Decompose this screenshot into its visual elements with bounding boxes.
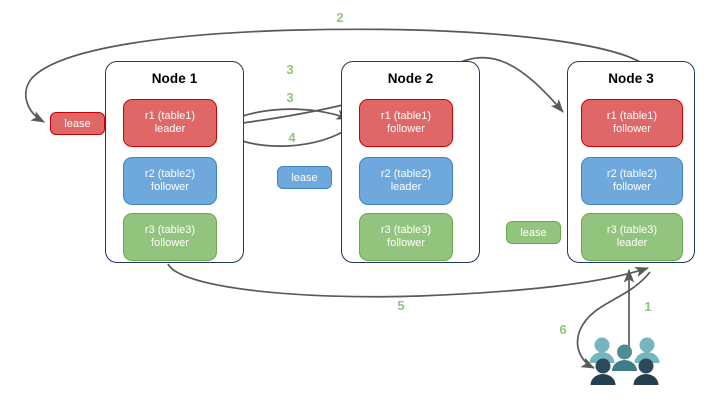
replica-r2-node2[interactable]: r2 (table2) leader	[359, 157, 453, 205]
node-title: Node 1	[151, 71, 198, 86]
replica-range: r3 (table3)	[380, 223, 432, 236]
replica-range: r2 (table2)	[144, 167, 196, 180]
edge-2-path	[24, 28, 641, 123]
node-box-1[interactable]: Node 1 r1 (table1) leader r2 (table2) fo…	[105, 61, 244, 263]
edge-label-4: 4	[288, 130, 296, 145]
replica-role: follower	[613, 181, 651, 193]
lease-label: lease	[291, 171, 318, 184]
replica-r2-node3[interactable]: r2 (table2) follower	[581, 157, 683, 205]
lease-label: lease	[64, 117, 91, 130]
replica-range: r3 (table3)	[144, 223, 196, 236]
edge-label-2: 2	[336, 10, 344, 25]
replica-r3-node2[interactable]: r3 (table3) follower	[359, 213, 453, 261]
replica-range: r1 (table1)	[144, 109, 196, 122]
edge-6-path	[576, 271, 651, 369]
lease-chip-r1[interactable]: lease	[50, 112, 105, 135]
edge-label-5: 5	[397, 298, 405, 313]
replica-role: follower	[387, 237, 425, 249]
replica-role: follower	[151, 181, 189, 193]
node-title: Node 3	[608, 71, 654, 86]
node-box-3[interactable]: Node 3 r1 (table1) follower r2 (table2) …	[567, 61, 695, 263]
lease-chip-r2[interactable]: lease	[277, 166, 332, 189]
node-box-2[interactable]: Node 2 r1 (table1) follower r2 (table2) …	[341, 61, 480, 263]
replica-range: r2 (table2)	[380, 167, 432, 180]
edge-label-3a: 3	[286, 62, 294, 77]
edge-label-1: 1	[644, 299, 652, 314]
node-title: Node 2	[387, 71, 434, 86]
edge-label-3b: 3	[286, 90, 294, 105]
lease-chip-r3[interactable]: lease	[506, 221, 561, 244]
lease-label: lease	[520, 226, 547, 239]
replica-range: r3 (table3)	[606, 223, 658, 236]
edge-label-6: 6	[559, 322, 567, 337]
replica-role: leader	[616, 237, 648, 249]
replica-r1-node3[interactable]: r1 (table1) follower	[581, 99, 683, 147]
replica-role: leader	[390, 181, 422, 193]
replica-range: r1 (table1)	[606, 109, 658, 122]
replica-range: r1 (table1)	[380, 109, 432, 122]
replica-r1-node1[interactable]: r1 (table1) leader	[123, 99, 217, 147]
replica-r1-node2[interactable]: r1 (table1) follower	[359, 99, 453, 147]
replica-r3-node1[interactable]: r3 (table3) follower	[123, 213, 217, 261]
replica-role: leader	[154, 123, 186, 135]
replica-role: follower	[387, 123, 425, 135]
replica-role: follower	[613, 123, 651, 135]
replica-range: r2 (table2)	[606, 167, 658, 180]
people-group-icon	[589, 337, 660, 385]
replica-r3-node3[interactable]: r3 (table3) leader	[581, 213, 683, 261]
replica-role: follower	[151, 237, 189, 249]
replica-r2-node1[interactable]: r2 (table2) follower	[123, 157, 217, 205]
edge-5-path	[167, 263, 649, 298]
